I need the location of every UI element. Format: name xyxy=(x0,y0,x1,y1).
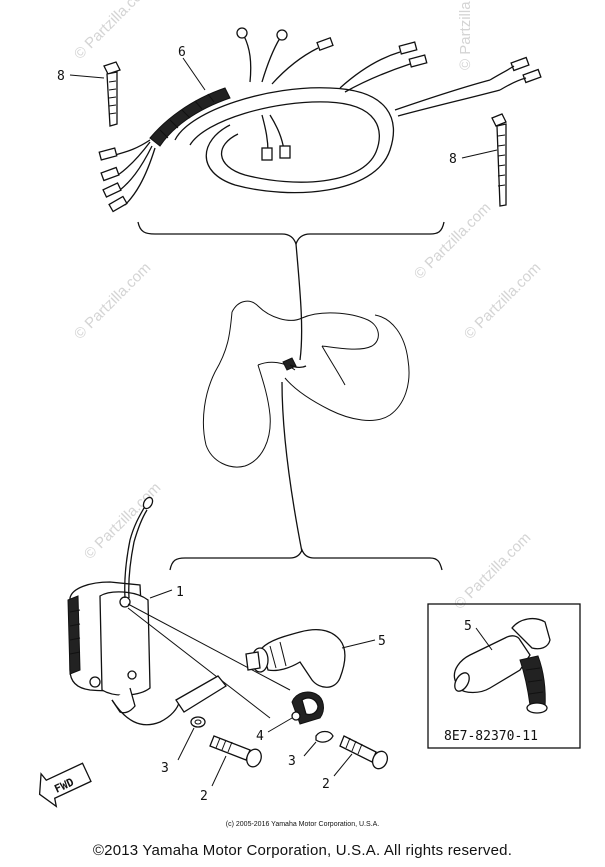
leader-line-upper xyxy=(295,243,303,361)
watermark: © Partzilla.com xyxy=(457,0,474,70)
watermark: © Partzilla.com xyxy=(71,0,154,63)
watermark: © Partzilla.com xyxy=(411,199,494,282)
part-clamp-4: 4 xyxy=(256,691,324,744)
callout-2b: 2 xyxy=(322,777,330,792)
footer-small-copyright: (c) 2005-2016 Yamaha Motor Corporation, … xyxy=(225,821,380,828)
callout-4: 4 xyxy=(256,729,264,744)
inset-part-code: 8E7-82370-11 xyxy=(444,729,538,744)
callout-1: 1 xyxy=(176,585,184,600)
inset-box: 5 8E7-82370-11 xyxy=(427,603,581,749)
group-bracket-top xyxy=(137,221,445,247)
callout-3a: 3 xyxy=(161,761,169,776)
callout-6: 6 xyxy=(178,45,186,60)
leader-line-lower xyxy=(281,381,303,553)
part-tube xyxy=(175,675,227,713)
part-bolt-2: 2 2 xyxy=(200,735,389,804)
motorcycle-outline xyxy=(202,300,410,468)
watermark: © Partzilla.com xyxy=(451,529,534,612)
callout-3b: 3 xyxy=(288,754,296,769)
part-plug-cap-5: 5 xyxy=(245,628,386,688)
part-ignition-coil-1: 1 xyxy=(67,496,184,726)
part-cable-tie-7: 8 xyxy=(57,61,121,127)
part-wire-harness-6: 6 xyxy=(98,27,542,213)
watermark: © Partzilla.com xyxy=(81,479,164,562)
watermark: © Partzilla.com xyxy=(461,259,544,342)
part-washer-3: 3 3 xyxy=(161,716,334,776)
callout-5-inset: 5 xyxy=(464,619,472,634)
callout-2a: 2 xyxy=(200,789,208,804)
callout-5: 5 xyxy=(378,634,386,649)
group-bracket-lower xyxy=(169,548,443,571)
forward-arrow: FWD xyxy=(38,762,92,808)
callout-7: 8 xyxy=(57,69,65,84)
part-cable-tie-8: 8 xyxy=(449,113,507,207)
footer-copyright: ©2013 Yamaha Motor Corporation, U.S.A. A… xyxy=(92,842,513,859)
callout-8: 8 xyxy=(449,152,457,167)
watermark: © Partzilla.com xyxy=(71,259,154,342)
